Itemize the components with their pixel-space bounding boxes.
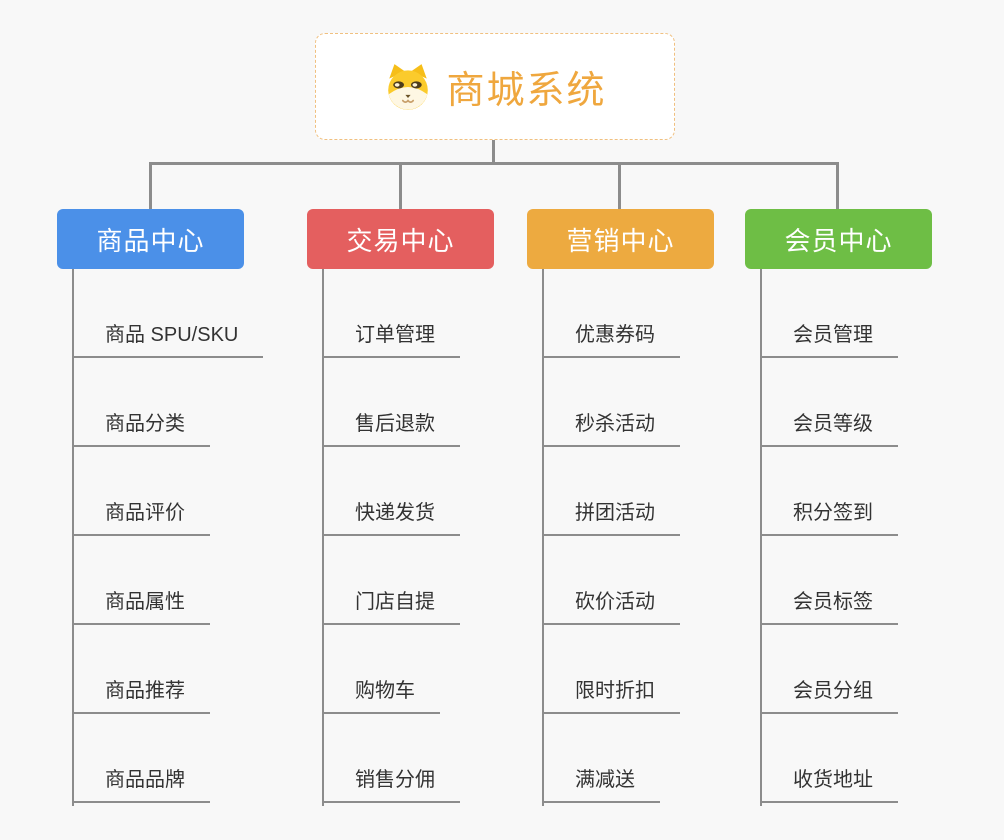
branch-column-marketing: 营销中心 优惠券码 秒杀活动 拼团活动 砍价活动 限时折扣 满减送	[527, 209, 767, 806]
branch-marketing-center[interactable]: 营销中心	[527, 209, 714, 269]
topic-item[interactable]: 优惠券码	[542, 318, 680, 358]
branch-column-product: 商品中心 商品 SPU/SKU 商品分类 商品评价 商品属性 商品推荐 商品品牌	[57, 209, 297, 806]
topic-item[interactable]: 满减送	[542, 763, 660, 803]
root-connector-stub	[492, 139, 495, 164]
root-title: 商城系统	[446, 70, 607, 112]
branch-label: 交易中心	[346, 225, 455, 256]
topic-list: 会员管理 会员等级 积分签到 会员标签 会员分组 收货地址	[760, 269, 985, 803]
column-spine	[542, 269, 544, 806]
connector-rail	[149, 162, 839, 165]
dog-face-icon	[388, 63, 429, 110]
topic-item[interactable]: 会员分组	[760, 674, 898, 714]
branch-connector-stub	[399, 162, 402, 210]
branch-column-member: 会员中心 会员管理 会员等级 积分签到 会员标签 会员分组 收货地址	[745, 209, 985, 806]
branch-member-center[interactable]: 会员中心	[745, 209, 932, 269]
topic-item[interactable]: 砍价活动	[542, 585, 680, 625]
topic-item[interactable]: 销售分佣	[322, 763, 460, 803]
topic-item[interactable]: 限时折扣	[542, 674, 680, 714]
branch-product-center[interactable]: 商品中心	[57, 209, 244, 269]
column-spine	[322, 269, 324, 806]
branch-connector-stub	[836, 162, 839, 210]
topic-list: 优惠券码 秒杀活动 拼团活动 砍价活动 限时折扣 满减送	[542, 269, 767, 803]
branch-label: 商品中心	[96, 225, 205, 256]
topic-item[interactable]: 售后退款	[322, 407, 460, 447]
topic-item[interactable]: 商品 SPU/SKU	[72, 318, 264, 358]
topic-item[interactable]: 快递发货	[322, 496, 460, 536]
column-spine	[72, 269, 74, 806]
branch-connector-stub	[149, 162, 152, 210]
topic-item[interactable]: 商品推荐	[72, 674, 210, 714]
topic-item[interactable]: 门店自提	[322, 585, 460, 625]
column-spine	[760, 269, 762, 806]
branch-label: 会员中心	[784, 225, 893, 256]
branch-trade-center[interactable]: 交易中心	[307, 209, 494, 269]
topic-list: 商品 SPU/SKU 商品分类 商品评价 商品属性 商品推荐 商品品牌	[72, 269, 297, 803]
topic-item[interactable]: 会员标签	[760, 585, 898, 625]
topic-item[interactable]: 订单管理	[322, 318, 460, 358]
topic-list: 订单管理 售后退款 快递发货 门店自提 购物车 销售分佣	[322, 269, 547, 803]
topic-item[interactable]: 会员等级	[760, 407, 898, 447]
topic-item[interactable]: 积分签到	[760, 496, 898, 536]
topic-item[interactable]: 商品评价	[72, 496, 210, 536]
topic-item[interactable]: 商品属性	[72, 585, 210, 625]
root-node[interactable]: 商城系统	[315, 33, 675, 140]
topic-item[interactable]: 购物车	[322, 674, 440, 714]
topic-item[interactable]: 会员管理	[760, 318, 898, 358]
topic-item[interactable]: 秒杀活动	[542, 407, 680, 447]
topic-item[interactable]: 收货地址	[760, 763, 898, 803]
topic-item[interactable]: 拼团活动	[542, 496, 680, 536]
topic-item[interactable]: 商品品牌	[72, 763, 210, 803]
branch-connector-stub	[618, 162, 621, 210]
branch-label: 营销中心	[566, 225, 675, 256]
branch-column-trade: 交易中心 订单管理 售后退款 快递发货 门店自提 购物车 销售分佣	[307, 209, 547, 806]
topic-item[interactable]: 商品分类	[72, 407, 210, 447]
